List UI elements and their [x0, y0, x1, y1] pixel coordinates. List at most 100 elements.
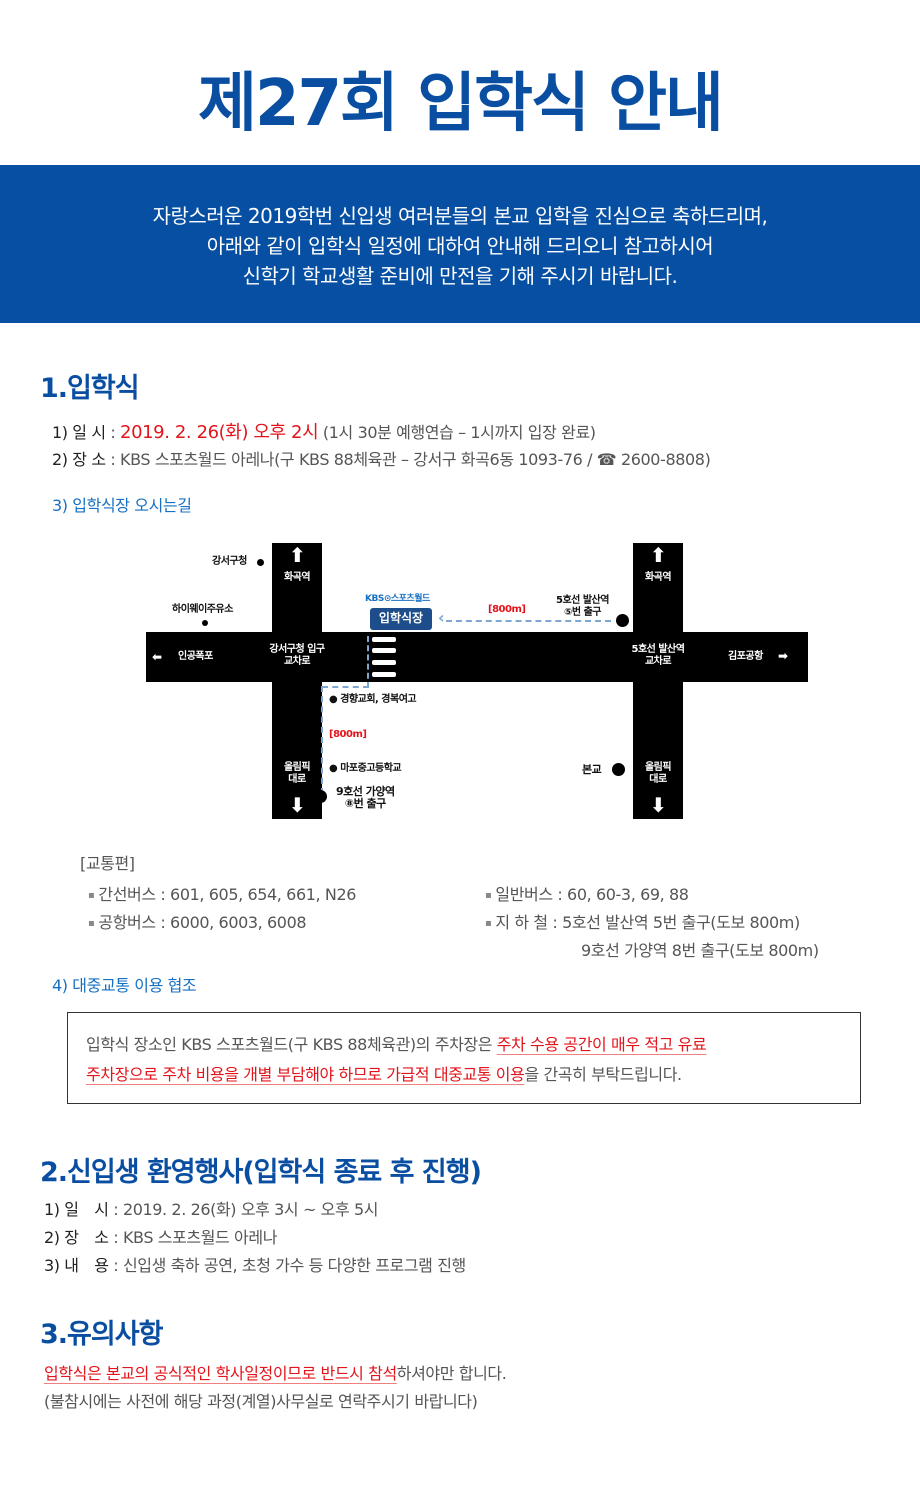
map-label-hwagok-right: 화곡역 — [644, 572, 672, 583]
ceremony-phone: 2600-8808) — [616, 450, 711, 469]
separator: : — [552, 885, 568, 904]
map-label-line: 강서구청 입구 — [269, 644, 325, 655]
directions-map: ⬆ 화곡역 강서구청 하이웨이주유소 ⬆ 화곡역 KBS⊙스포츠월드 입학식장 … — [146, 540, 808, 820]
transport-item: ▪간선버스 : 601, 605, 654, 661, N26 — [88, 881, 356, 905]
transport-item: ▪공항버스 : 6000, 6003, 6008 — [88, 909, 307, 933]
map-label-kbs-sportsworld: KBS⊙스포츠월드 — [365, 594, 430, 604]
welcome-label: 3) 내 용 — [44, 1256, 109, 1275]
location-dot — [202, 620, 208, 626]
gayang-station-dot — [314, 790, 327, 803]
welcome-value: KBS 스포츠월드 아레나 — [122, 1228, 278, 1247]
map-label-gimpo-airport: 김포공항 — [728, 651, 763, 662]
map-label-olympic-right: 올림픽 대로 — [633, 762, 683, 786]
transport-item: ▪일반버스 : 60, 60-3, 69, 88 — [485, 881, 689, 905]
map-label-balsan-exit: 5호선 발산역 ⑤번 출구 — [556, 595, 609, 619]
transport-label: 간선버스 — [98, 885, 156, 904]
map-label-distance-top: [800m] — [488, 604, 526, 615]
map-label-line: ⑧번 출구 — [344, 797, 387, 810]
map-label-line: 교차로 — [644, 656, 672, 667]
arrow-up-icon: ⬆ — [288, 543, 306, 567]
arrow-right-icon: ➡ — [778, 649, 788, 663]
transport-label: 공항버스 — [98, 913, 156, 932]
welcome-value: 신입생 축하 공연, 초청 가수 등 다양한 프로그램 진행 — [122, 1256, 466, 1275]
intro-line: 신학기 학교생활 준비에 만전을 기해 주시기 바랍니다. — [242, 264, 678, 288]
transport-value: 6000, 6003, 6008 — [170, 913, 307, 932]
map-label-distance-bottom: [800m] — [329, 729, 367, 740]
parking-notice-box: 입학식 장소인 KBS 스포츠월드(구 KBS 88체육관)의 주차장은 주차 … — [67, 1012, 861, 1104]
arrow-down-icon: ⬇ — [288, 793, 306, 817]
map-label-school: 본교 — [582, 763, 602, 776]
route-line-bottom-v — [321, 686, 323, 794]
public-transit-title: 4) 대중교통 이용 협조 — [52, 976, 197, 995]
separator: : — [105, 423, 121, 442]
transport-label: 일반버스 — [495, 885, 553, 904]
map-label-gangseo-junction: 강서구청 입구 교차로 — [258, 644, 336, 668]
separator: : — [105, 450, 121, 469]
transport-label: 지 하 철 — [495, 913, 548, 932]
intro-line: 자랑스러운 2019학번 신입생 여러분들의 본교 입학을 진심으로 축하드리며… — [152, 204, 768, 228]
attendance-text: 하셔야만 합니다. — [396, 1364, 507, 1383]
notice-highlight: 주차장으로 주차 비용을 개별 부담해야 하므로 가급적 대중교통 이용 — [86, 1065, 525, 1084]
map-label-artificial-falls: 인공폭포 — [178, 651, 213, 662]
ceremony-date-value: 2019. 2. 26(화) 오후 2시 — [120, 422, 319, 443]
arrow-left-icon: ⬅ — [152, 650, 162, 664]
intro-banner: 자랑스러운 2019학번 신입생 여러분들의 본교 입학을 진심으로 축하드리며… — [0, 165, 920, 323]
notice-text-part: 을 간곡히 부탁드립니다. — [524, 1065, 682, 1084]
ceremony-place-row: 2) 장 소 : KBS 스포츠월드 아레나(구 KBS 88체육관 – 강서구… — [52, 446, 711, 470]
venue-badge: 입학식장 — [370, 608, 432, 630]
school-dot — [612, 763, 625, 776]
crosswalk-stripe — [372, 637, 396, 642]
arrow-down-icon: ⬇ — [649, 793, 667, 817]
parking-notice-text: 입학식 장소인 KBS 스포츠월드(구 KBS 88체육관)의 주차장은 주차 … — [86, 1030, 846, 1090]
separator: : — [547, 913, 563, 932]
ceremony-date-note: (1시 30분 예행연습 – 1시까지 입장 완료) — [318, 423, 596, 442]
map-label-gayang-exit: 9호선 가양역 ⑧번 출구 — [336, 786, 395, 810]
notice-highlight: 주차 수용 공간이 매우 적고 유료 — [496, 1035, 707, 1054]
separator: : — [155, 913, 171, 932]
directions-title: 3) 입학식장 오시는길 — [52, 496, 192, 515]
section-title-welcome: 2.신입생 환영행사(입학식 종료 후 진행) — [40, 1157, 482, 1188]
crosswalk-stripe — [372, 660, 396, 665]
route-line-bottom-h — [322, 686, 369, 688]
crosswalk-stripe — [372, 672, 396, 677]
separator: : — [108, 1228, 123, 1247]
phone-icon: ☎ — [596, 450, 617, 469]
crosswalk-stripe — [372, 648, 396, 653]
location-dot — [257, 559, 264, 566]
map-label-balsan-junction: 5호선 발산역 교차로 — [616, 644, 700, 668]
balsan-station-dot — [616, 614, 629, 627]
welcome-value: 2019. 2. 26(화) 오후 3시 ~ 오후 5시 — [122, 1200, 379, 1219]
bullet-icon: ▪ — [485, 918, 492, 929]
horizontal-road — [146, 632, 808, 682]
welcome-item: 2) 장 소 : KBS 스포츠월드 아레나 — [44, 1224, 277, 1248]
attendance-notice: 입학식은 본교의 공식적인 학사일정이므로 반드시 참석하셔야만 합니다. — [44, 1360, 507, 1384]
map-label-hwagok-left: 화곡역 — [283, 572, 311, 583]
transport-item-subway-2: 9호선 가양역 8번 출구(도보 800m) — [581, 941, 819, 960]
map-label-line: 대로 — [649, 774, 667, 785]
map-label-line: 대로 — [288, 774, 306, 785]
section-title-ceremony: 1.입학식 — [40, 373, 140, 404]
welcome-label: 1) 일 시 — [44, 1200, 109, 1219]
bullet-icon: ▪ — [88, 918, 95, 929]
ceremony-date-label: 1) 일 시 — [52, 423, 106, 442]
separator: : — [108, 1256, 123, 1275]
welcome-item: 3) 내 용 : 신입생 축하 공연, 초청 가수 등 다양한 프로그램 진행 — [44, 1252, 466, 1276]
ceremony-date-row: 1) 일 시 : 2019. 2. 26(화) 오후 2시 (1시 30분 예행… — [52, 418, 596, 444]
intro-text: 자랑스러운 2019학번 신입생 여러분들의 본교 입학을 진심으로 축하드리며… — [0, 201, 920, 291]
welcome-label: 2) 장 소 — [44, 1228, 109, 1247]
right-vertical-road — [633, 543, 683, 819]
map-label-gangseo-office: 강서구청 — [212, 556, 247, 567]
transport-item: ▪지 하 철 : 5호선 발산역 5번 출구(도보 800m) — [485, 909, 800, 933]
map-label-line: ⑤번 출구 — [563, 607, 602, 618]
transport-value: 60, 60-3, 69, 88 — [567, 885, 689, 904]
map-label-line: 경향교회, 경복여고 — [340, 694, 417, 705]
ceremony-place-value: KBS 스포츠월드 아레나(구 KBS 88체육관 – 강서구 화곡6동 109… — [120, 450, 597, 469]
absence-note: (불참시에는 사전에 해당 과정(계열)사무실로 연락주시기 바랍니다) — [44, 1392, 478, 1411]
ceremony-place-label: 2) 장 소 — [52, 450, 106, 469]
route-arrow-left-icon: ‹ — [438, 608, 445, 627]
bullet-icon: ▪ — [485, 890, 492, 901]
map-label-line: 올림픽 — [644, 762, 672, 773]
bullet-icon: ▪ — [88, 890, 95, 901]
separator: : — [155, 885, 171, 904]
welcome-item: 1) 일 시 : 2019. 2. 26(화) 오후 3시 ~ 오후 5시 — [44, 1196, 378, 1220]
